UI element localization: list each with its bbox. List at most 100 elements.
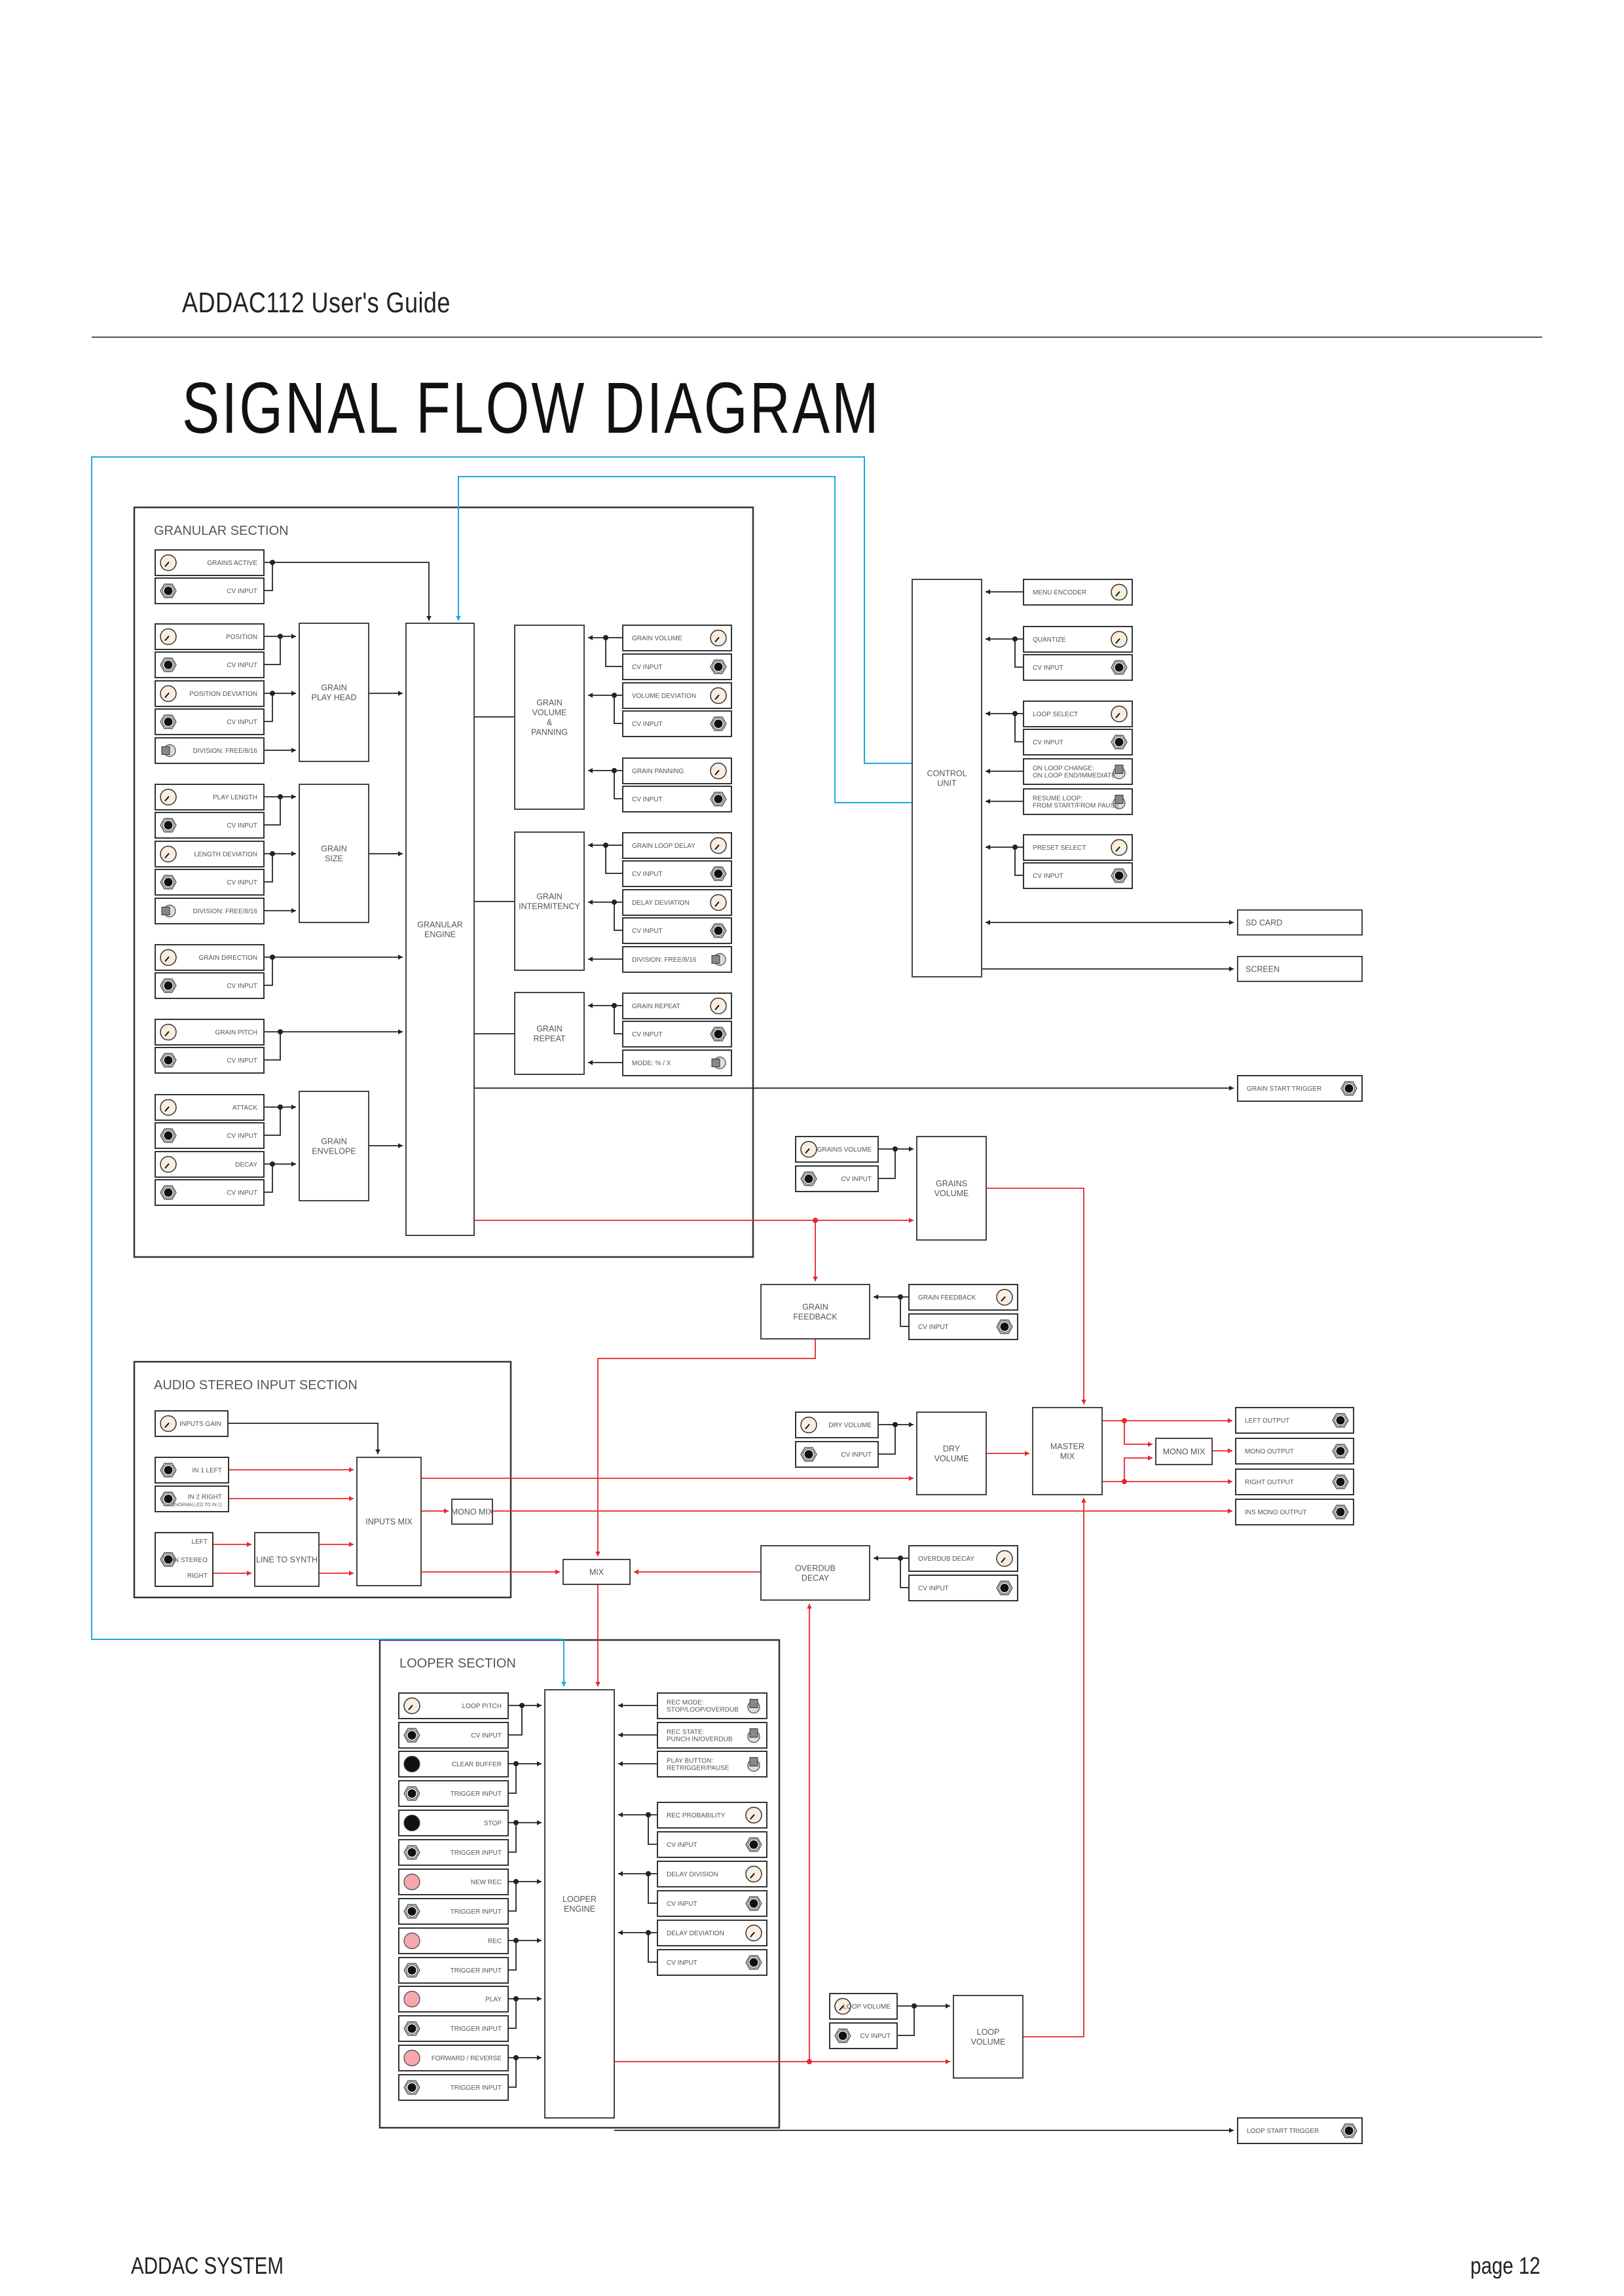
control-volume-dev[interactable]: VOLUME DEVIATION (622, 682, 732, 709)
control-decay-cv[interactable]: CV INPUT (155, 1179, 265, 1206)
jack-socket-icon[interactable] (745, 1837, 762, 1852)
jack-socket-icon[interactable] (745, 1896, 762, 1911)
control-play-trig[interactable]: TRIGGER INPUT (398, 2015, 509, 2042)
control-attack-cv[interactable]: CV INPUT (155, 1122, 265, 1149)
control-loop-start-trigger[interactable]: LOOP START TRIGGER (1237, 2117, 1363, 2144)
push-button-icon[interactable] (403, 2049, 420, 2067)
control-decay[interactable]: DECAY (155, 1151, 265, 1178)
jack-socket-icon[interactable] (1332, 1474, 1349, 1489)
control-loop-pitch[interactable]: LOOP PITCH (398, 1692, 509, 1719)
control-grain-volume-cv[interactable]: CV INPUT (622, 653, 732, 680)
control-loop-select[interactable]: LOOP SELECT (1023, 701, 1133, 727)
push-button-icon[interactable] (403, 1990, 420, 2008)
jack-socket-icon[interactable] (403, 1904, 420, 1919)
control-volume-dev-cv[interactable]: CV INPUT (622, 710, 732, 737)
jack-socket-icon[interactable] (996, 1319, 1013, 1334)
toggle-switch-icon[interactable] (711, 953, 726, 966)
jack-socket-icon[interactable] (710, 659, 727, 674)
jack-socket-icon[interactable] (1332, 1413, 1349, 1428)
push-button-icon[interactable] (403, 1755, 420, 1773)
control-menu-encoder[interactable]: MENU ENCODER (1023, 579, 1133, 606)
control-grain-direction[interactable]: GRAIN DIRECTION (155, 944, 265, 971)
jack-socket-icon[interactable] (710, 866, 727, 881)
control-overdub-decay-k[interactable]: OVERDUB DECAY (908, 1545, 1018, 1572)
control-grains-volume-cv[interactable]: CV INPUT (795, 1165, 879, 1192)
control-gs-division[interactable]: DIVISION: FREE/8/16 (155, 898, 265, 924)
control-play-length-cv[interactable]: CV INPUT (155, 812, 265, 839)
control-clear-buffer-trig[interactable]: TRIGGER INPUT (398, 1780, 509, 1807)
control-new-rec[interactable]: NEW REC (398, 1868, 509, 1895)
control-grain-start-trigger[interactable]: GRAIN START TRIGGER (1237, 1075, 1363, 1102)
jack-socket-icon[interactable] (403, 2080, 420, 2095)
control-grains-active[interactable]: GRAINS ACTIVE (155, 549, 265, 576)
control-grain-panning-cv[interactable]: CV INPUT (622, 786, 732, 812)
control-fwd-rev-trig[interactable]: TRIGGER INPUT (398, 2074, 509, 2101)
jack-socket-icon[interactable] (834, 2028, 851, 2043)
jack-socket-icon[interactable] (1111, 735, 1128, 750)
toggle-switch-icon[interactable] (747, 1699, 760, 1714)
jack-socket-icon[interactable] (403, 1728, 420, 1743)
jack-socket-icon[interactable] (710, 1027, 727, 1042)
control-grain-direction-cv[interactable]: CV INPUT (155, 972, 265, 999)
push-button-icon[interactable] (403, 1873, 420, 1891)
control-on-loop-change[interactable]: ON LOOP CHANGE:ON LOOP END/IMMEDIATE (1023, 758, 1133, 785)
toggle-switch-icon[interactable] (747, 1757, 760, 1772)
control-new-rec-trig[interactable]: TRIGGER INPUT (398, 1898, 509, 1925)
control-delay-division[interactable]: DELAY DIVISION (657, 1861, 767, 1887)
jack-socket-icon[interactable] (160, 714, 177, 729)
control-grain-pitch[interactable]: GRAIN PITCH (155, 1019, 265, 1046)
control-delay-division-cv[interactable]: CV INPUT (657, 1890, 767, 1917)
jack-socket-icon[interactable] (1340, 2123, 1357, 2138)
toggle-switch-icon[interactable] (1113, 765, 1126, 780)
control-play-button[interactable]: PLAY BUTTON:RETRIGGER/PAUSE (657, 1751, 767, 1777)
control-stop-trig[interactable]: TRIGGER INPUT (398, 1839, 509, 1866)
control-preset-select[interactable]: PRESET SELECT (1023, 834, 1133, 861)
jack-socket-icon[interactable] (403, 2021, 420, 2036)
control-fwd-rev[interactable]: FORWARD / REVERSE (398, 2045, 509, 2071)
jack-socket-icon[interactable] (1332, 1444, 1349, 1459)
toggle-switch-icon[interactable] (161, 904, 176, 918)
control-grain-feedback-k[interactable]: GRAIN FEEDBACK (908, 1284, 1018, 1311)
control-mono-output[interactable]: MONO OUTPUT (1235, 1438, 1354, 1465)
jack-socket-icon[interactable] (1111, 660, 1128, 675)
control-loop-volume-k[interactable]: LOOP VOLUME (829, 1993, 898, 2020)
control-attack[interactable]: ATTACK (155, 1094, 265, 1121)
jack-socket-icon[interactable] (745, 1955, 762, 1970)
control-in2-right[interactable]: IN 2 RIGHT(NORMALLED TO IN 1) (155, 1485, 229, 1512)
jack-socket-icon[interactable] (160, 1053, 177, 1068)
jack-socket-icon[interactable] (710, 792, 727, 807)
control-delay-dev-g-cv[interactable]: CV INPUT (622, 917, 732, 944)
push-button-icon[interactable] (403, 1814, 420, 1832)
control-length-dev-cv[interactable]: CV INPUT (155, 869, 265, 896)
jack-socket-icon[interactable] (800, 1447, 817, 1462)
jack-socket-icon[interactable] (1332, 1504, 1349, 1520)
jack-socket-icon[interactable] (160, 1185, 177, 1200)
control-quantize-cv[interactable]: CV INPUT (1023, 654, 1133, 681)
toggle-switch-icon[interactable] (1113, 795, 1126, 810)
jack-socket-icon[interactable] (160, 657, 177, 672)
control-delay-dev-l[interactable]: DELAY DEVIATION (657, 1920, 767, 1946)
control-rec-mode[interactable]: REC MODE:STOP/LOOP/OVERDUB (657, 1692, 767, 1719)
control-dry-volume-cv[interactable]: CV INPUT (795, 1441, 879, 1468)
control-right-output[interactable]: RIGHT OUTPUT (1235, 1468, 1354, 1495)
control-grain-loop-delay[interactable]: GRAIN LOOP DELAY (622, 832, 732, 859)
jack-socket-icon[interactable] (403, 1845, 420, 1860)
control-grain-volume[interactable]: GRAIN VOLUME (622, 625, 732, 651)
control-position-dev[interactable]: POSITION DEVIATION (155, 680, 265, 707)
control-dry-volume-k[interactable]: DRY VOLUME (795, 1412, 879, 1438)
toggle-switch-icon[interactable] (711, 1056, 726, 1070)
control-delay-dev-l-cv[interactable]: CV INPUT (657, 1949, 767, 1976)
jack-socket-icon[interactable] (160, 1491, 177, 1506)
jack-socket-icon[interactable] (403, 1963, 420, 1978)
push-button-icon[interactable] (403, 1932, 420, 1950)
control-position-dev-cv[interactable]: CV INPUT (155, 708, 265, 735)
control-rec[interactable]: REC (398, 1927, 509, 1954)
control-play-length[interactable]: PLAY LENGTH (155, 784, 265, 811)
control-delay-dev-g[interactable]: DELAY DEVIATION (622, 889, 732, 916)
jack-socket-icon[interactable] (1111, 868, 1128, 883)
control-inputs-gain[interactable]: INPUTS GAIN (155, 1410, 229, 1437)
control-rec-probability-cv[interactable]: CV INPUT (657, 1831, 767, 1858)
jack-socket-icon[interactable] (403, 1786, 420, 1801)
control-in1-left[interactable]: IN 1 LEFT (155, 1457, 229, 1484)
